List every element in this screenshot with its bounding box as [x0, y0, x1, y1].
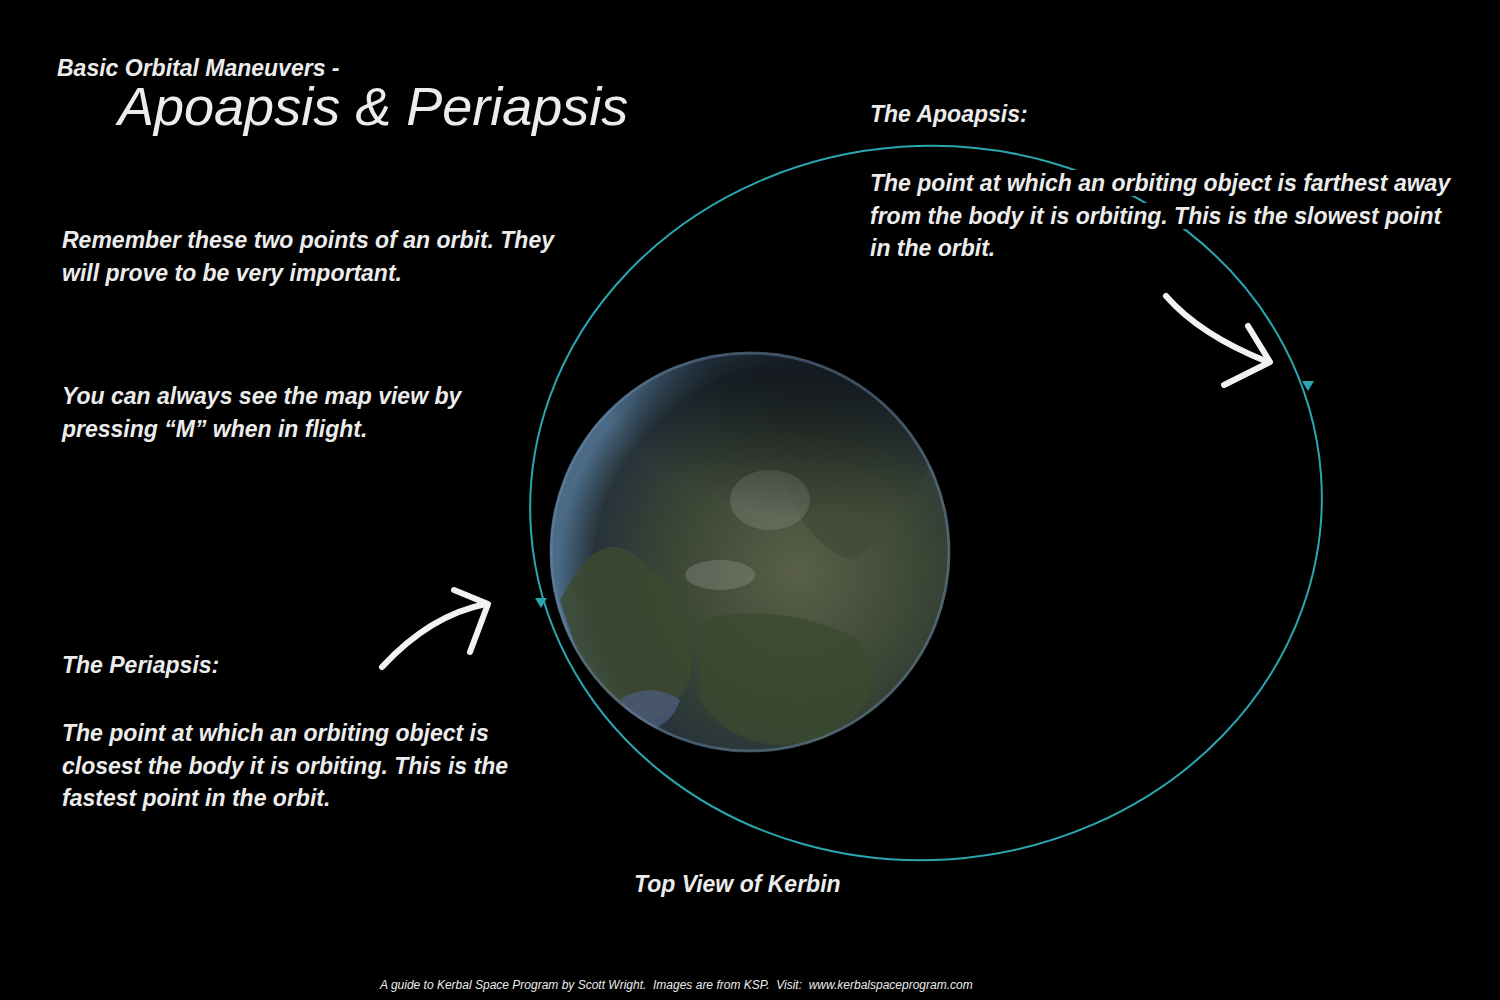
note-text-box: You can always see the map view by press… — [62, 380, 502, 445]
footer-caption: A guide to Kerbal Space Program by Scott… — [380, 978, 973, 992]
periapsis-heading: The Periapsis: — [62, 652, 219, 678]
planet-kerbin — [540, 200, 950, 752]
apoapsis-heading: The Apoapsis: — [870, 101, 1028, 127]
apoapsis-description: The point at which an orbiting object is… — [870, 170, 1450, 261]
main-title-box: Apoapsis & Periapsis — [118, 74, 718, 139]
view-label: Top View of Kerbin — [634, 871, 841, 897]
main-title: Apoapsis & Periapsis — [118, 76, 628, 136]
periapsis-arrow — [382, 590, 488, 667]
subtitle: Basic Orbital Maneuvers - — [57, 55, 340, 81]
periapsis-marker — [535, 598, 547, 608]
apoapsis-marker — [1302, 381, 1314, 391]
note-text: Remember these two points of an orbit. T… — [62, 227, 554, 286]
apoapsis-description-box: The point at which an orbiting object is… — [870, 167, 1455, 265]
periapsis-description: The point at which an orbiting object is… — [62, 720, 508, 811]
periapsis-heading-box: The Periapsis: — [62, 649, 362, 682]
view-label-box: Top View of Kerbin — [634, 868, 934, 901]
apoapsis-arrow — [1166, 296, 1270, 385]
apoapsis-heading-box: The Apoapsis: — [870, 98, 1170, 131]
periapsis-description-box: The point at which an orbiting object is… — [62, 717, 542, 815]
subtitle-box: Basic Orbital Maneuvers - — [57, 52, 477, 85]
note-text: You can always see the map view by press… — [62, 383, 461, 442]
note-text-box: Remember these two points of an orbit. T… — [62, 224, 562, 289]
footer-caption-box: A guide to Kerbal Space Program by Scott… — [380, 977, 1180, 994]
